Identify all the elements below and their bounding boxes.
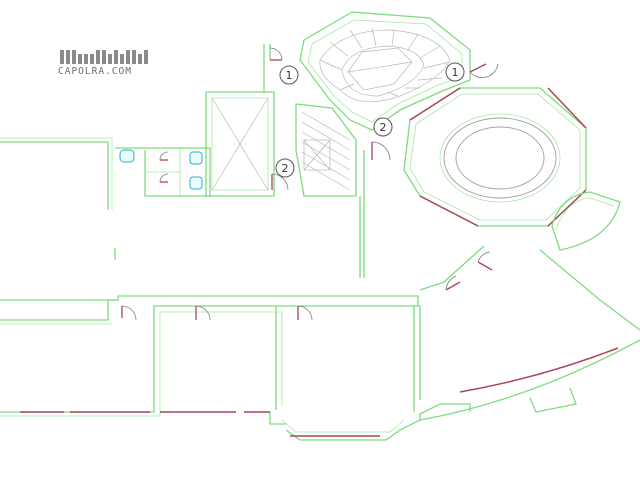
logo-icon	[60, 50, 148, 64]
door-tag: 2	[373, 117, 393, 137]
toilet-icon	[189, 176, 203, 190]
curved-facade	[419, 245, 640, 421]
door-tag: 2	[275, 158, 295, 178]
door-tag: 1	[279, 65, 299, 85]
service-core-walls	[205, 44, 275, 197]
door-tag-label: 2	[282, 162, 289, 175]
rotunda	[403, 87, 621, 251]
left-hall-walls	[0, 137, 118, 325]
stair-tower	[299, 11, 471, 131]
toilet-icon	[189, 151, 203, 165]
door-tag-label: 1	[452, 66, 459, 79]
door-tag: 1	[445, 62, 465, 82]
south-rooms	[0, 295, 471, 441]
logo-text: CAPOLRA.COM	[58, 66, 132, 77]
sink-icon	[119, 149, 135, 163]
lower-stair	[295, 103, 365, 278]
upper-doors	[269, 47, 499, 191]
door-tag-label: 2	[380, 121, 387, 134]
restroom-walls	[115, 147, 211, 197]
door-tag-label: 1	[286, 69, 293, 82]
